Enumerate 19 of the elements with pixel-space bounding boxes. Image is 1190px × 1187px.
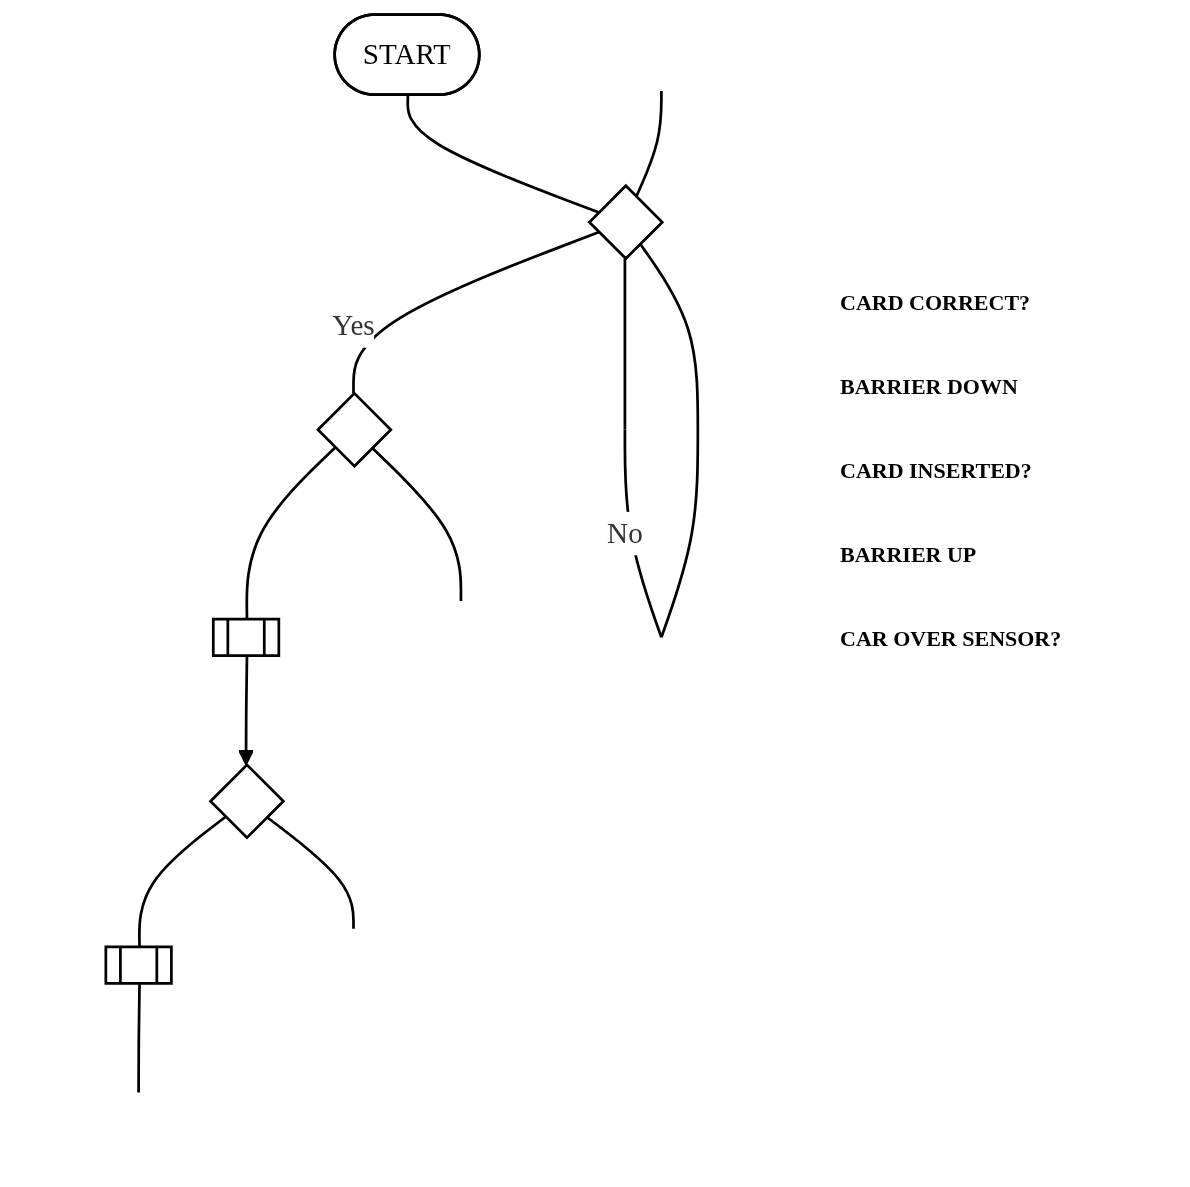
connector [265,815,355,929]
connector [634,91,663,198]
node-diamond [208,762,286,840]
node-diamond [316,391,393,469]
statement-text: CAR OVER SENSOR? [840,626,1062,652]
node-box [211,617,281,657]
statement-text: CARD CORRECT? [840,290,1032,316]
statement-text: BARRIER UP [840,542,978,568]
node-diamond [587,183,665,261]
arrow [238,656,255,766]
statement-text: BARRIER DOWN [840,374,1019,400]
edge-label: Yes [332,309,375,341]
connector [352,230,600,394]
connector [406,95,599,214]
statement-text: CARD INSERTED? [840,458,1033,484]
connector [137,984,141,1093]
edge-label: No [607,517,643,549]
connector [371,446,463,601]
node-box [104,945,173,985]
